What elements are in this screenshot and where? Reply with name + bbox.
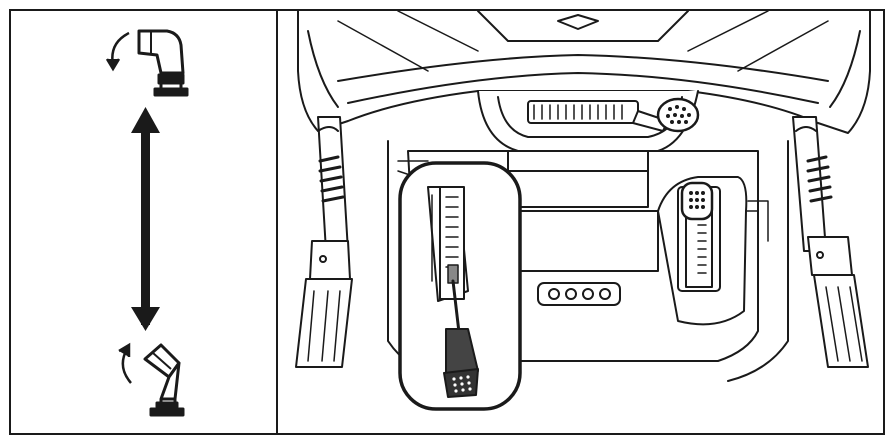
left-handlebar [295, 116, 353, 368]
button-row [537, 282, 621, 306]
handlebar-illustration [278, 11, 883, 433]
right-lever-slot [657, 176, 748, 326]
handlebar-grip-down-icon [143, 343, 185, 417]
adjustment-knob-top [632, 97, 700, 133]
panel-divider [276, 9, 278, 435]
grip-position-panel [11, 11, 276, 433]
right-handlebar [792, 116, 869, 368]
handlebar-grip-up-icon [137, 29, 189, 97]
adjustment-lever-inset [398, 161, 522, 411]
double-headed-vertical-arrow-icon [131, 107, 160, 331]
curved-rotate-arrow-icon [105, 31, 130, 72]
curved-rotate-arrow-icon [118, 342, 132, 384]
